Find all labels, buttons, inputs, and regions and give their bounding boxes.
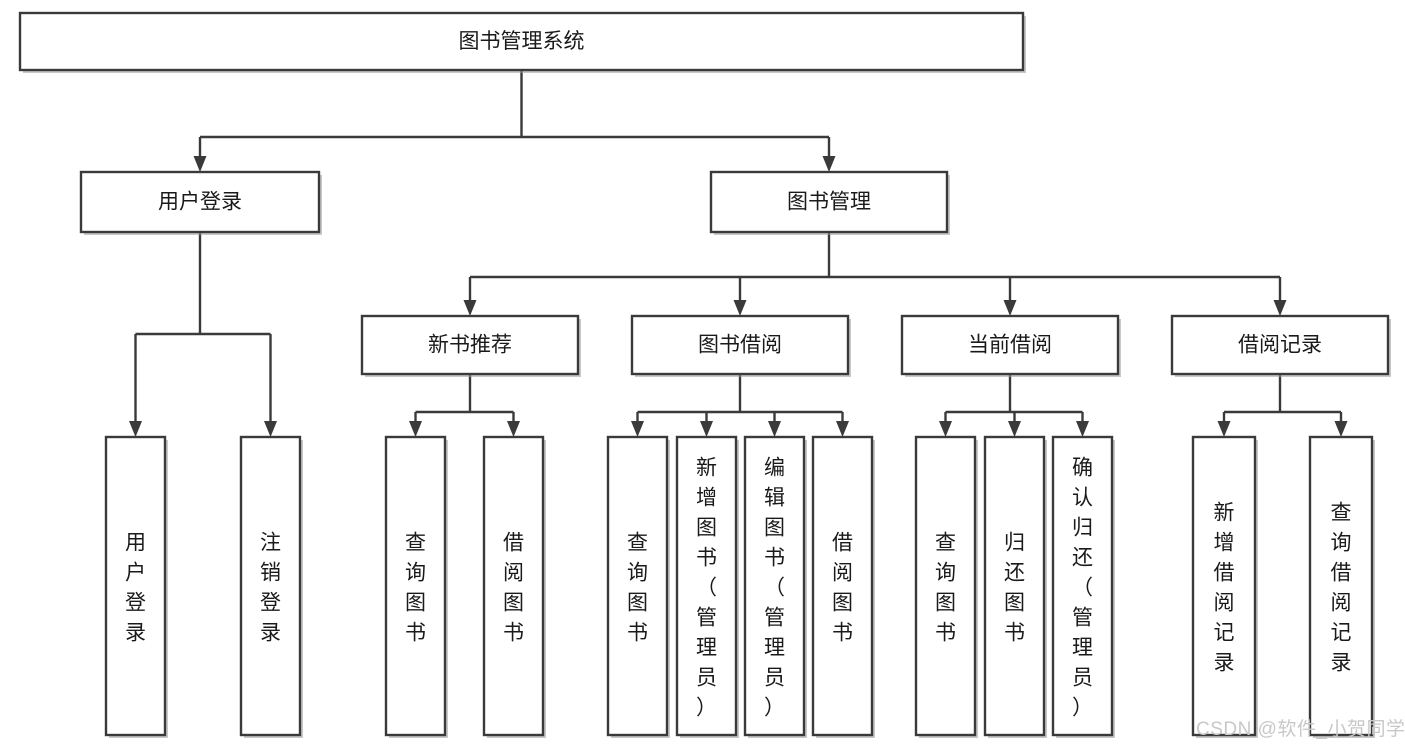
node-label: 用户登录 [158,191,242,214]
node-label: 借阅记录 [1238,334,1322,357]
node-border [482,435,545,737]
node-leaf-add-book[interactable]: 新增图书（管理员） [675,435,739,738]
node-label: 注销登录 [260,531,281,644]
node-book-borrow[interactable]: 图书借阅 [630,314,851,377]
node-label: 确认归还（管理员） [1072,456,1093,719]
node-border [384,435,447,737]
node-label: 借阅图书 [832,531,853,644]
connector-group-book-borrow [631,374,849,437]
node-label: 查询借阅记录 [1331,501,1352,674]
node-border [1191,435,1257,737]
node-border [79,170,321,234]
node-label: 借阅图书 [503,531,524,644]
node-leaf-borrow-book-1[interactable]: 借阅图书 [482,435,546,738]
connector-group-current-borrow [939,374,1089,437]
node-border [811,435,874,737]
node-current-borrow[interactable]: 当前借阅 [900,314,1121,377]
node-label: 查询图书 [935,531,956,644]
node-root[interactable]: 图书管理系统 [18,11,1026,73]
node-leaf-add-record[interactable]: 新增借阅记录 [1191,435,1258,738]
connector-group-new-book-rec [409,374,520,437]
node-leaf-edit-book[interactable]: 编辑图书（管理员） [743,435,807,738]
node-label: 图书借阅 [698,334,782,357]
node-border [1170,314,1390,376]
node-leaf-query-book-2[interactable]: 查询图书 [606,435,670,738]
node-border [900,314,1120,376]
node-user-login[interactable]: 用户登录 [79,170,322,235]
connector-group-borrow-record [1217,374,1348,437]
node-label: 用户登录 [125,531,146,644]
node-leaf-logout[interactable]: 注销登录 [239,435,303,738]
node-leaf-query-record[interactable]: 查询借阅记录 [1308,435,1375,738]
node-border [709,170,949,234]
node-leaf-query-book-1[interactable]: 查询图书 [384,435,448,738]
node-label: 编辑图书（管理员） [764,456,785,719]
node-border [239,435,302,737]
node-leaf-borrow-book-2[interactable]: 借阅图书 [811,435,875,738]
node-book-manage[interactable]: 图书管理 [709,170,950,235]
node-border [360,314,580,376]
node-border [104,435,167,737]
connector-group-root [193,70,836,172]
csdn-watermark: CSDN @软件_小贺同学 [1196,719,1405,740]
node-border [983,435,1046,737]
node-label: 新增图书（管理员） [696,456,717,719]
node-border [1051,435,1114,737]
connector-group-user-login [129,232,277,437]
node-leaf-confirm-return[interactable]: 确认归还（管理员） [1051,435,1115,738]
node-border [743,435,806,737]
node-border [1308,435,1374,737]
node-label: 新书推荐 [428,334,512,357]
node-label: 图书管理 [787,191,871,214]
node-border [914,435,977,737]
connectors-layer [129,70,1348,437]
node-new-book-rec[interactable]: 新书推荐 [360,314,581,377]
nodes-layer: 图书管理系统用户登录图书管理新书推荐图书借阅当前借阅借阅记录用户登录注销登录查询… [18,11,1391,738]
node-label: 当前借阅 [968,334,1052,357]
node-leaf-return-book[interactable]: 归还图书 [983,435,1047,738]
connector-group-book-manage [463,232,1287,316]
node-border [18,11,1025,72]
node-border [606,435,669,737]
node-label: 查询图书 [627,531,648,644]
node-label: 归还图书 [1004,531,1025,644]
node-border [630,314,850,376]
node-label: 查询图书 [405,531,426,644]
node-leaf-user-login[interactable]: 用户登录 [104,435,168,738]
node-border [675,435,738,737]
node-borrow-record[interactable]: 借阅记录 [1170,314,1391,377]
node-label: 新增借阅记录 [1214,501,1235,674]
node-leaf-query-book-3[interactable]: 查询图书 [914,435,978,738]
node-label: 图书管理系统 [459,30,585,53]
